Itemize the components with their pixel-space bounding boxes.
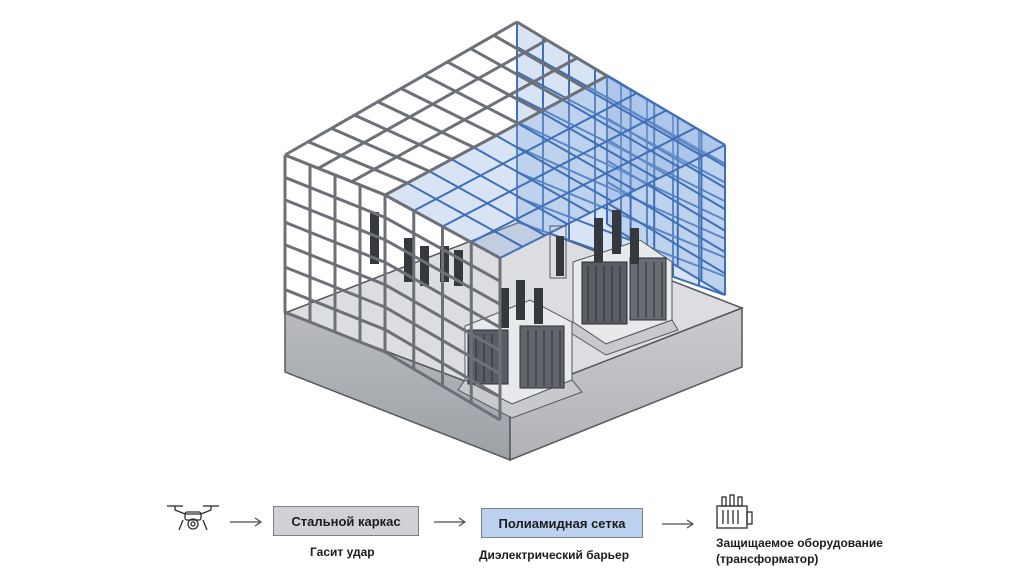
- arrow-1: [230, 514, 264, 527]
- steel-roof: [284, 20, 608, 197]
- net-canopy: [384, 75, 726, 259]
- protected-caption-line1: Защищаемое оборудование: [716, 536, 883, 550]
- transformer-group: [370, 210, 679, 419]
- front-fence-grids: [283, 20, 608, 422]
- protected-caption-line2: (трансформатор): [716, 552, 819, 566]
- transformer-front: [457, 280, 583, 419]
- insulators-left: [370, 212, 463, 286]
- polyamide-net-caption: Диэлектрический барьер: [479, 548, 630, 562]
- steel-frame-box: Стальной каркас: [273, 506, 419, 536]
- drone-icon: [163, 500, 223, 534]
- arrow-2: [434, 514, 468, 527]
- steel-frame-caption: Гасит удар: [310, 545, 375, 559]
- arrow-3: [662, 516, 696, 529]
- transformer-rear: [549, 210, 679, 356]
- transformer-icon: [713, 494, 755, 532]
- steel-front-wall: [383, 193, 502, 422]
- polyamide-net-box: Полиамидная сетка: [481, 508, 643, 538]
